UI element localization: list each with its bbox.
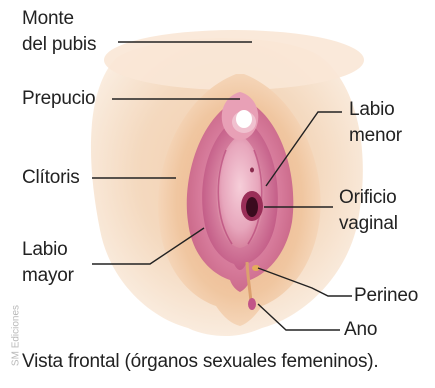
label-prepucio: Prepucio — [22, 87, 95, 111]
label-labio-mayor-line2: mayor — [22, 264, 74, 288]
urethral-opening — [250, 168, 254, 173]
label-labio-menor-line1: Labio — [349, 98, 395, 122]
figure-caption: Vista frontal (órganos sexuales femenino… — [22, 350, 378, 374]
label-labio-menor-line2: menor — [349, 124, 402, 148]
label-clitoris: Clítoris — [22, 166, 80, 190]
label-monte-line2: del pubis — [22, 33, 96, 57]
label-labio-mayor-line1: Labio — [22, 238, 68, 262]
anus-shape — [248, 298, 256, 310]
label-orificio-line2: vaginal — [339, 212, 398, 236]
label-orificio-line1: Orificio — [339, 186, 397, 210]
label-ano: Ano — [344, 318, 377, 342]
clitoris-glow — [232, 111, 256, 133]
label-monte-line1: Monte — [22, 7, 74, 31]
vaginal-orifice-inner — [246, 197, 258, 217]
image-credit: SM Ediciones — [11, 296, 22, 376]
label-perineo: Perineo — [354, 284, 418, 308]
